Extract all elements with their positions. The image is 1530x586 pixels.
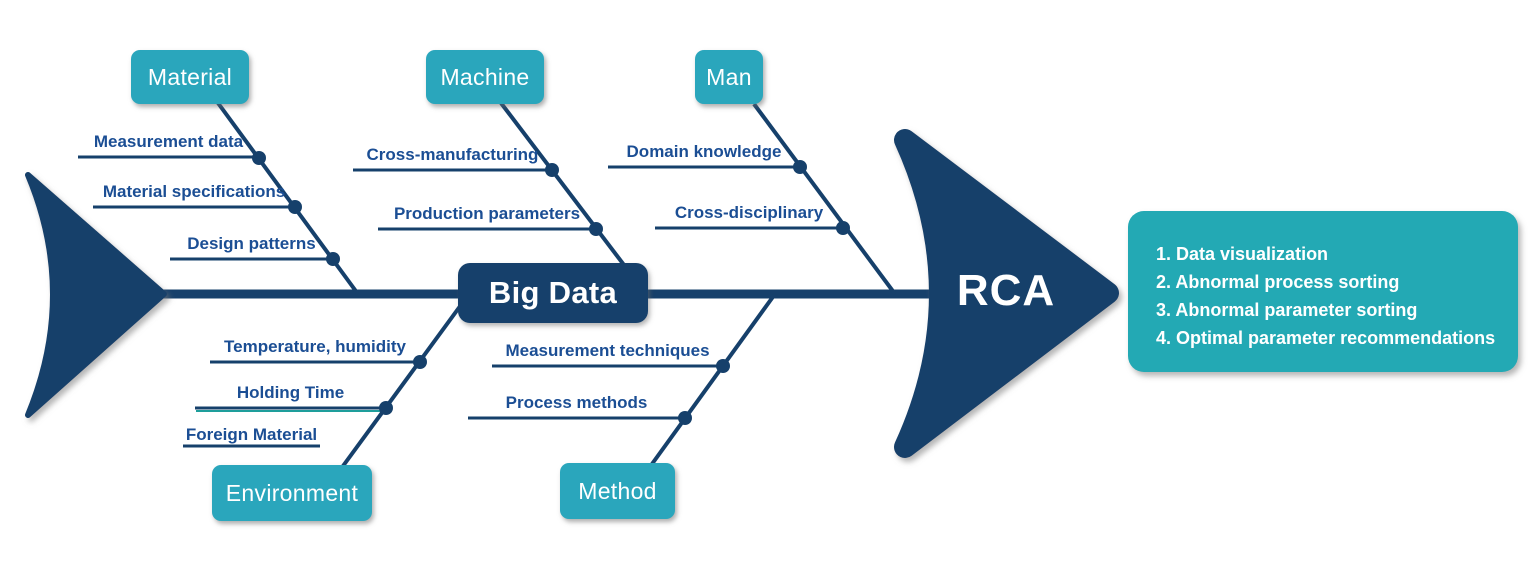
head-label-rca: RCA: [956, 266, 1056, 315]
bone-method: [650, 292, 777, 466]
branch-label-measurement-techniques: Measurement techniques: [505, 341, 710, 360]
node-dot: [836, 221, 850, 235]
outcome-item-1: 1. Data visualization: [1156, 244, 1329, 264]
node-dot: [589, 222, 603, 236]
node-dot: [545, 163, 559, 177]
node-dot: [379, 401, 393, 415]
bone-man: [752, 102, 897, 296]
node-dot: [288, 200, 302, 214]
branch-label-process-methods: Process methods: [505, 393, 648, 412]
branch-label-design-patterns: Design patterns: [187, 234, 316, 253]
outcome-item-3: 3. Abnormal parameter sorting: [1156, 300, 1418, 320]
branch-label-production-parameters: Production parameters: [393, 204, 581, 223]
branch-label-cross-manufacturing: Cross-manufacturing: [366, 145, 539, 164]
branch-label-temperature-humidity: Temperature, humidity: [224, 337, 406, 356]
outcome-item-4: 4. Optimal parameter recommendations: [1156, 328, 1496, 348]
branch-label-holding-time: Holding Time: [236, 383, 345, 402]
category-box-man: Man: [695, 50, 763, 104]
node-dot: [413, 355, 427, 369]
outcome-item-2: 2. Abnormal process sorting: [1156, 272, 1400, 292]
node-dot: [326, 252, 340, 266]
bone-machine: [499, 101, 648, 296]
category-box-environment: Environment: [212, 465, 372, 521]
bone-environment: [341, 292, 471, 468]
branch-label-cross-disciplinary: Cross-disciplinary: [674, 203, 824, 222]
category-box-material: Material: [131, 50, 249, 104]
spine-label-big-data: Big Data: [458, 263, 648, 323]
category-box-machine: Machine: [426, 50, 544, 104]
branch-label-domain-knowledge: Domain knowledge: [626, 142, 782, 161]
category-box-method: Method: [560, 463, 675, 519]
head-arrow: [894, 129, 1119, 458]
tail-arrow: [25, 172, 167, 418]
branch-label-measurement-data: Measurement data: [93, 132, 244, 151]
node-dot: [793, 160, 807, 174]
branch-label-material-specifications: Material specifications: [102, 182, 286, 201]
node-dot: [252, 151, 266, 165]
node-dot: [678, 411, 692, 425]
outcomes-panel: 1. Data visualization 2. Abnormal proces…: [1128, 211, 1518, 372]
node-dot: [716, 359, 730, 373]
branch-label-foreign-material: Foreign Material: [185, 425, 318, 444]
